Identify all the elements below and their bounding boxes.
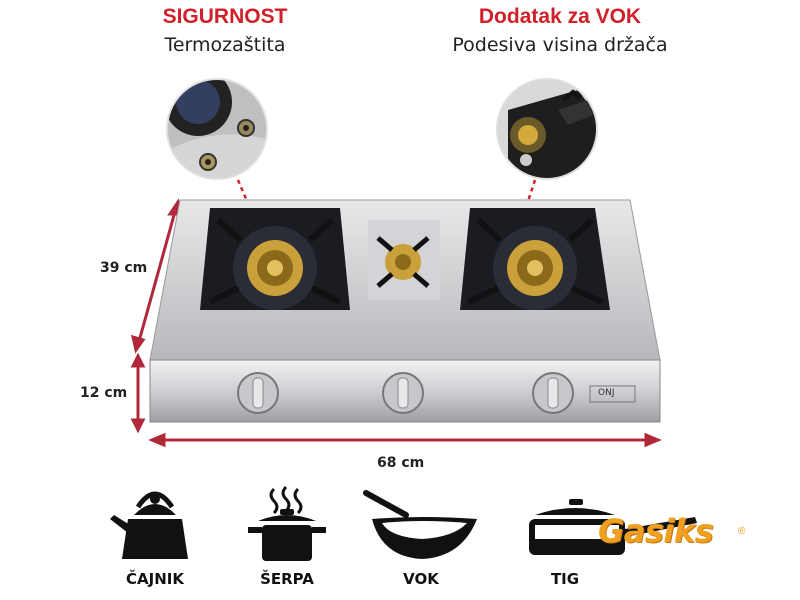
kettle-icon [100,485,210,565]
product-badge: ONJ [598,388,615,398]
width-dimension: 68 cm [377,455,425,471]
registered-mark: ® [738,526,746,537]
wok-label: VOK [403,570,439,588]
wok-accessory-title: Dodatak za VOK [478,5,642,28]
safety-title: SIGURNOST [162,5,288,28]
pot-label: ŠERPA [260,570,314,588]
height-dimension: 12 cm [80,385,128,401]
pan-label: TIG [550,570,580,588]
pot-icon [232,485,342,565]
wok-icon [362,485,477,565]
thermal-protection-inset [166,78,268,180]
wok-holder-inset [496,78,598,180]
depth-dimension: 39 cm [100,260,148,276]
thermal-protection-subtitle: Termozaštita [164,34,286,56]
gas-stove-image: ONJ [140,190,670,425]
brand-logo: Gasiks [598,512,714,550]
adjustable-holder-subtitle: Podesiva visina držača [452,34,668,56]
pan-icon [525,485,700,565]
kettle-label: ČAJNIK [126,570,184,588]
